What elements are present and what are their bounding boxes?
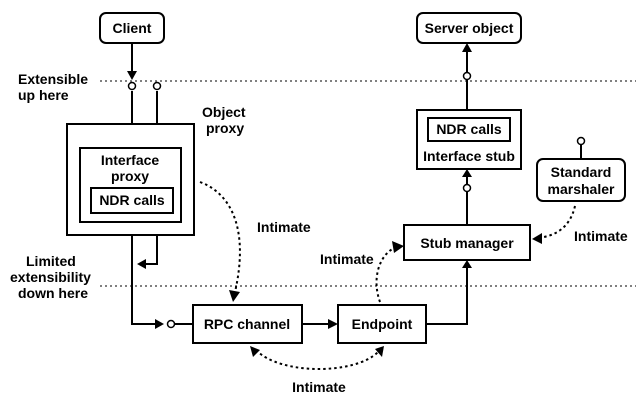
proxy-to-channel-line bbox=[131, 235, 159, 325]
standard-marshaler-label-line2: marshaler bbox=[548, 181, 615, 197]
server-object-box bbox=[416, 12, 522, 44]
proxy-return-line bbox=[140, 235, 158, 265]
rpc-channel-label: RPC channel bbox=[204, 316, 290, 332]
stub-to-server-arrowhead bbox=[462, 43, 472, 52]
intimate-endpoint-stub-curve bbox=[375, 246, 397, 303]
interface-stub-label: Interface stub bbox=[423, 148, 515, 164]
stub-manager-label: Stub manager bbox=[420, 235, 514, 251]
intimate-marshaler-curve bbox=[537, 205, 576, 239]
proxy-to-channel-arrowhead bbox=[155, 319, 164, 329]
intimate-proxy-channel-curve bbox=[199, 181, 241, 293]
intimate-proxy-channel-arrowhead bbox=[229, 290, 240, 302]
limited-extensibility-label-line2: extensibility bbox=[10, 269, 91, 285]
proxy-port-1 bbox=[127, 81, 137, 91]
client-arrowhead bbox=[127, 71, 137, 80]
client-label: Client bbox=[113, 20, 152, 36]
intimate-channel-endpoint-arrowhead-right bbox=[375, 346, 384, 357]
intimate-proxy-channel-label: Intimate bbox=[257, 219, 311, 235]
intimate-endpoint-stub-label: Intimate bbox=[320, 251, 374, 267]
endpoint-to-stub-manager-arrowhead bbox=[462, 260, 472, 268]
proxy-return-arrowhead bbox=[137, 259, 146, 269]
intimate-channel-endpoint-label: Intimate bbox=[292, 379, 346, 395]
proxy-port-2 bbox=[152, 81, 162, 91]
intimate-endpoint-stub-arrowhead bbox=[392, 241, 404, 253]
limited-extensibility-label-line3: down here bbox=[18, 285, 88, 301]
extensible-label-line1: Extensible bbox=[18, 71, 88, 87]
channel-to-endpoint-arrowhead bbox=[328, 319, 338, 329]
stub-manager-to-stub-arrowhead bbox=[462, 169, 472, 177]
limited-extensibility-label-line1: Limited bbox=[26, 253, 76, 269]
object-proxy-label-line1: Object bbox=[202, 104, 246, 120]
server-object-label: Server object bbox=[425, 20, 514, 36]
endpoint-to-stub-manager-line bbox=[426, 265, 468, 325]
server-object-port bbox=[462, 71, 472, 81]
endpoint-label: Endpoint bbox=[352, 316, 413, 332]
stub-manager-box bbox=[403, 224, 531, 261]
interface-proxy-label-line2: proxy bbox=[111, 168, 149, 184]
intimate-channel-endpoint-arrowhead-left bbox=[250, 346, 260, 357]
ndr-calls-proxy-label: NDR calls bbox=[99, 192, 165, 208]
intimate-marshaler-arrowhead bbox=[532, 233, 542, 244]
channel-port bbox=[166, 319, 176, 329]
marshaler-port bbox=[576, 136, 586, 146]
ndr-calls-proxy-box bbox=[90, 187, 174, 214]
standard-marshaler-label-line1: Standard bbox=[551, 164, 612, 180]
interface-stub-port bbox=[462, 183, 472, 193]
ndr-calls-stub-label: NDR calls bbox=[436, 121, 502, 137]
object-proxy-label-line2: proxy bbox=[206, 120, 244, 136]
intimate-marshaler-label: Intimate bbox=[574, 228, 628, 244]
ndr-calls-stub-box bbox=[427, 117, 511, 142]
extensible-label-line2: up here bbox=[18, 87, 69, 103]
interface-proxy-label-line1: Interface bbox=[101, 152, 160, 168]
intimate-channel-endpoint-curve bbox=[255, 349, 379, 370]
